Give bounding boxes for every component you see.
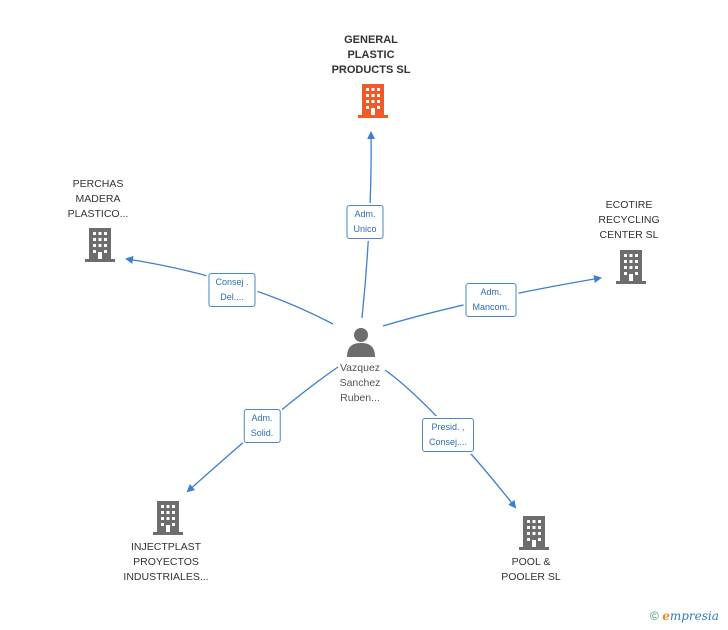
role-box-injectplast[interactable]: Adm. Solid. xyxy=(243,409,281,443)
company-label-perchas[interactable]: PERCHAS MADERA PLASTICO... xyxy=(67,178,129,220)
role-box-ecotire[interactable]: Adm. Mancom. xyxy=(465,283,517,317)
role-box-perchas[interactable]: Consej . Del.... xyxy=(208,273,256,307)
person-label[interactable]: Vazquez Sanchez Ruben... xyxy=(339,362,381,404)
company-label-general[interactable]: GENERAL PLASTIC PRODUCTS SL xyxy=(331,34,411,76)
building-icon-highlight[interactable] xyxy=(358,84,388,118)
building-icon[interactable] xyxy=(519,516,549,550)
building-icon[interactable] xyxy=(153,501,183,535)
person-icon[interactable] xyxy=(347,327,375,357)
building-icon[interactable] xyxy=(616,250,646,284)
company-label-injectplast[interactable]: INJECTPLAST PROYECTOS INDUSTRIALES... xyxy=(123,541,209,583)
role-box-pool[interactable]: Presid. , Consej.... xyxy=(421,418,475,452)
brand-footer: © empresia xyxy=(650,609,719,623)
brand-logo-text: mpresia xyxy=(669,609,719,623)
brand-logo-e: e xyxy=(662,609,670,623)
company-label-ecotire[interactable]: ECOTIRE RECYCLING CENTER SL xyxy=(598,199,660,241)
role-box-general[interactable]: Adm. Unico xyxy=(346,205,384,239)
company-label-pool[interactable]: POOL & POOLER SL xyxy=(501,556,561,583)
building-icon[interactable] xyxy=(85,228,115,262)
copyright-icon: © xyxy=(650,609,659,623)
